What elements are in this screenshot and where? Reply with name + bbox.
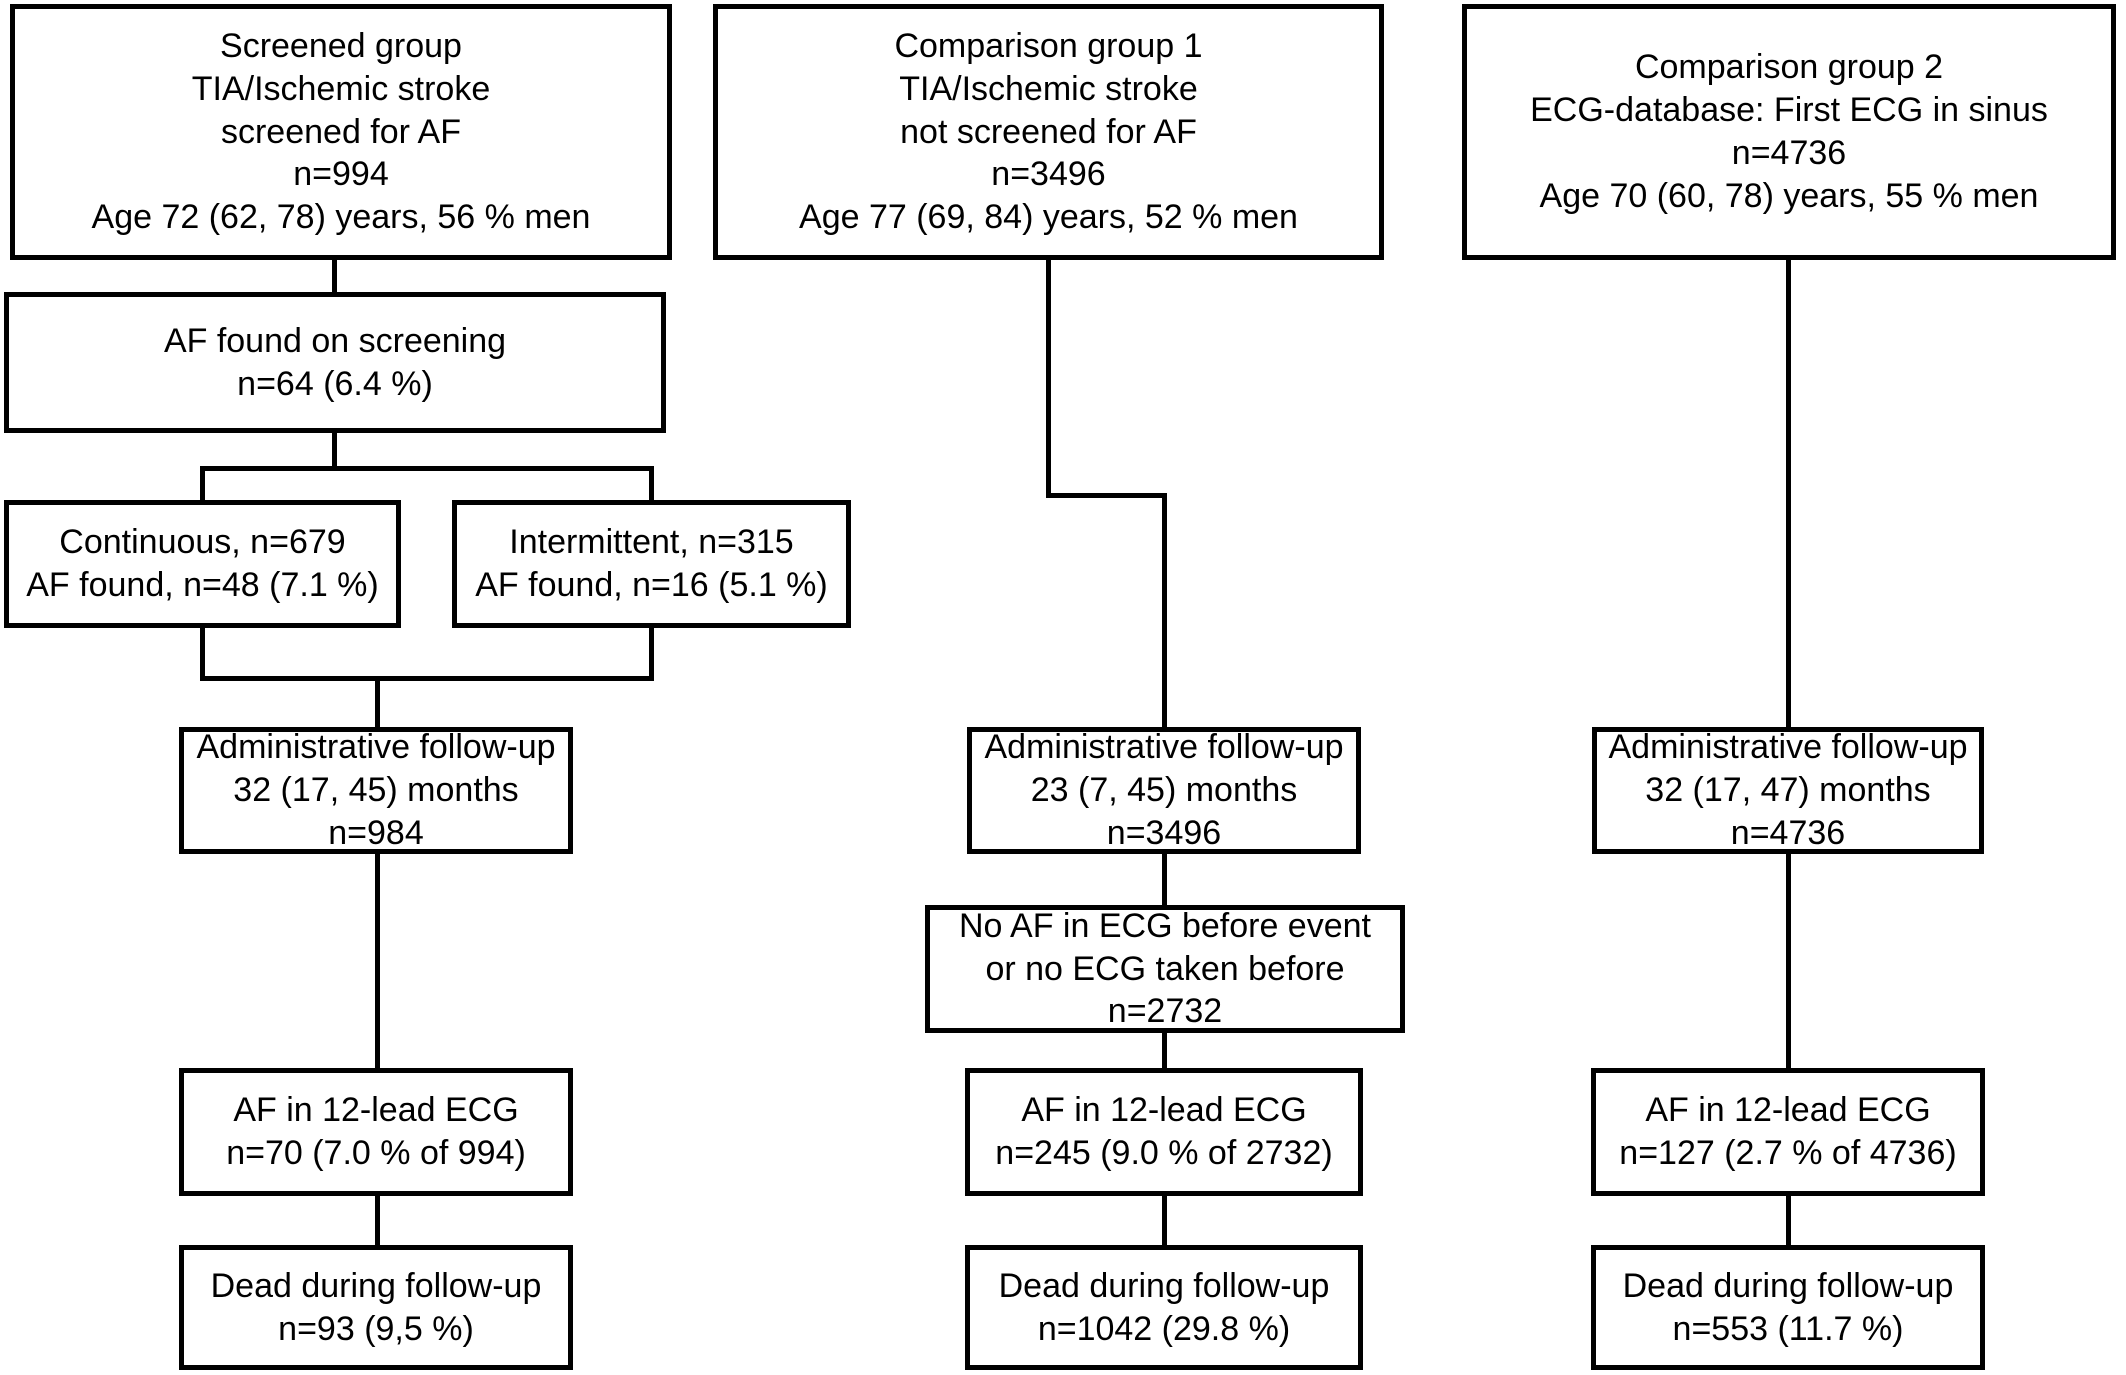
connector-comp1-to-followup [1162, 493, 1167, 731]
box-comparison1-af-12lead-ecg: AF in 12-lead ECG n=245 (9.0 % of 2732) [965, 1068, 1363, 1196]
connector-af-found-to-split [332, 430, 337, 471]
connector-comp1-no-af-to-af-ecg [1162, 1031, 1167, 1072]
box-comparison1-dead-followup: Dead during follow-up n=1042 (29.8 %) [965, 1245, 1363, 1370]
box-comparison2-group: Comparison group 2 ECG-database: First E… [1462, 4, 2116, 260]
box-intermittent-monitoring: Intermittent, n=315 AF found, n=16 (5.1 … [452, 500, 851, 628]
connector-merge-bracket-bottom [200, 676, 654, 681]
connector-screened-group-to-af-found [332, 256, 337, 296]
connector-intermittent-to-merge [649, 626, 654, 681]
connector-continuous-to-merge [200, 626, 205, 681]
box-screened-af-12lead-ecg: AF in 12-lead ECG n=70 (7.0 % of 994) [179, 1068, 573, 1196]
box-comparison2-dead-followup: Dead during follow-up n=553 (11.7 %) [1591, 1245, 1985, 1370]
box-af-found-on-screening: AF found on screening n=64 (6.4 %) [4, 292, 666, 433]
connector-comp2-af-ecg-to-dead [1786, 1194, 1791, 1249]
connector-split-to-continuous [200, 466, 205, 504]
box-comparison2-af-12lead-ecg: AF in 12-lead ECG n=127 (2.7 % of 4736) [1591, 1068, 1985, 1196]
box-continuous-monitoring: Continuous, n=679 AF found, n=48 (7.1 %) [4, 500, 401, 628]
connector-comp2-followup-to-af-ecg [1786, 852, 1791, 1072]
connector-comp1-jog [1046, 493, 1167, 498]
box-comparison1-group: Comparison group 1 TIA/Ischemic stroke n… [713, 4, 1384, 260]
box-comparison2-admin-followup: Administrative follow-up 32 (17, 47) mon… [1592, 727, 1984, 854]
connector-comp2-group-to-followup [1786, 256, 1791, 731]
connector-screened-af-ecg-to-dead [375, 1194, 380, 1249]
connector-screened-followup-to-af-ecg [375, 852, 380, 1072]
box-comparison1-admin-followup: Administrative follow-up 23 (7, 45) mont… [967, 727, 1361, 854]
connector-comp1-af-ecg-to-dead [1162, 1194, 1167, 1249]
box-screened-admin-followup: Administrative follow-up 32 (17, 45) mon… [179, 727, 573, 854]
connector-comp1-group-down [1046, 256, 1051, 498]
connector-merge-to-screened-followup [375, 676, 380, 731]
connector-split-to-intermittent [649, 466, 654, 504]
box-screened-group: Screened group TIA/Ischemic stroke scree… [10, 4, 672, 260]
box-comparison1-no-prior-af: No AF in ECG before event or no ECG take… [925, 905, 1405, 1033]
connector-split-bracket-top [200, 466, 654, 471]
connector-comp1-followup-to-no-af [1162, 852, 1167, 909]
box-screened-dead-followup: Dead during follow-up n=93 (9,5 %) [179, 1245, 573, 1370]
